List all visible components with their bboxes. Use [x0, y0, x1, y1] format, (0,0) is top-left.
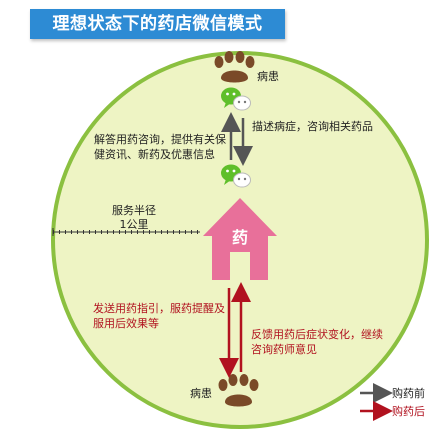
feedback-text-line1: 反馈用药后症状变化，继续: [251, 328, 383, 341]
patient-bottom-paw-icon: [218, 374, 259, 407]
page-title: 理想状态下的药店微信模式: [30, 9, 285, 39]
reply-text-line2: 健资讯、新药及优惠信息: [94, 148, 215, 161]
patient-top-label: 病患: [257, 70, 279, 83]
service-radius-line2: 1公里: [119, 218, 149, 231]
reply-text-line1: 解答用药咨询，提供有关保: [94, 133, 226, 146]
pharmacy-house-icon: [203, 198, 277, 280]
patient-top-paw-icon: [214, 51, 255, 83]
guide-text-line1: 发送用药指引，服药提醒及: [93, 302, 225, 315]
service-radius-line: [52, 228, 200, 236]
legend-after-label: 购药后: [392, 405, 425, 418]
service-radius-line1: 服务半径: [112, 204, 156, 217]
pharmacy-char: 药: [232, 228, 248, 247]
patient-bottom-label: 病患: [190, 387, 212, 400]
wechat-top-icon: [221, 87, 251, 111]
describe-text: 描述病症，咨询相关药品: [252, 120, 373, 133]
guide-text-line2: 服用后效果等: [93, 317, 159, 330]
feedback-text-line2: 咨询药师意见: [251, 343, 317, 356]
wechat-mid-icon: [221, 164, 251, 188]
legend-before-label: 购药前: [392, 387, 425, 400]
